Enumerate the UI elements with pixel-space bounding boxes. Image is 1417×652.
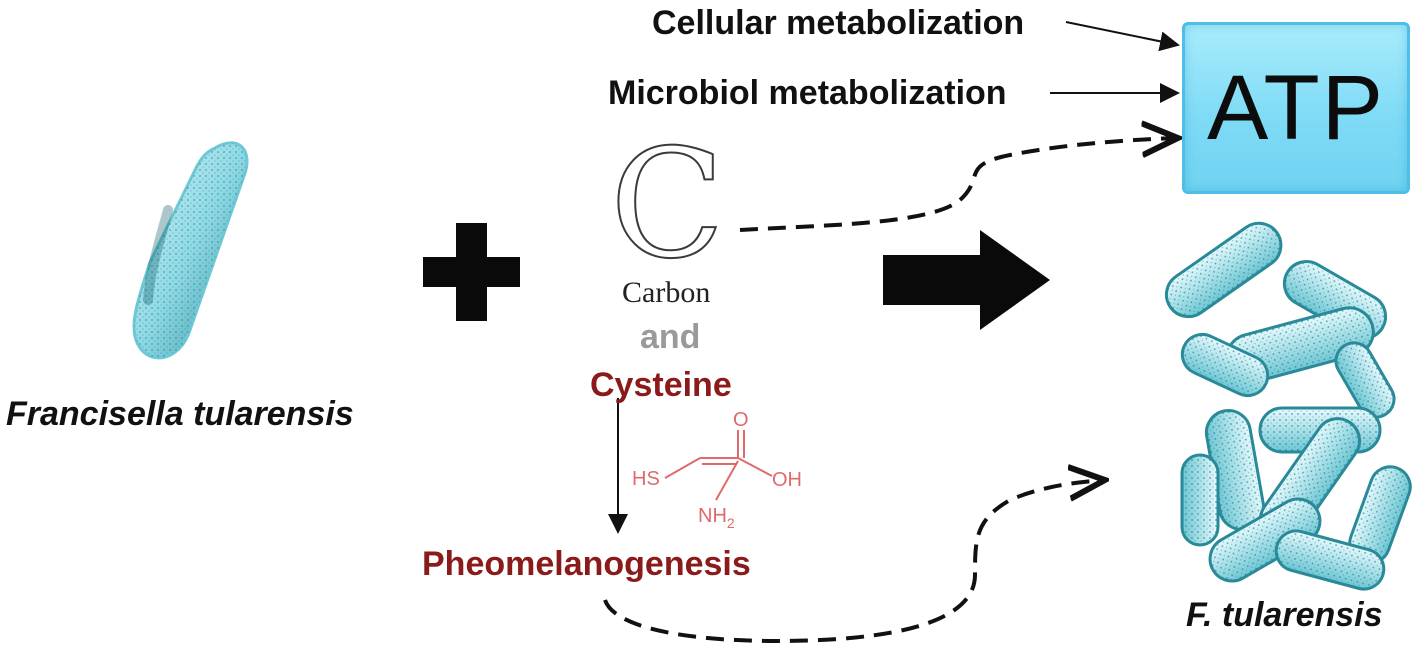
chem-oh-label: OH [772, 469, 802, 491]
cysteine-label: Cysteine [590, 366, 732, 404]
atp-box: ATP [1182, 22, 1410, 194]
bacteria-cluster-icon [1164, 221, 1412, 591]
pheomelanogenesis-label: Pheomelanogenesis [422, 545, 751, 583]
organism-left-label: Francisella tularensis [6, 395, 354, 433]
and-connector-label: and [640, 318, 701, 356]
cellular-to-atp-arrow [1065, 21, 1180, 52]
carbon-to-atp-dashed-arrow [739, 138, 1178, 232]
cellular-metabolization-label: Cellular metabolization [652, 4, 1025, 42]
atp-label: ATP [1206, 56, 1386, 159]
cysteine-structure-icon [664, 430, 773, 501]
chem-hs-label: HS [632, 468, 660, 490]
organism-right-label: F. tularensis [1186, 596, 1383, 634]
plus-icon [423, 223, 520, 321]
pheomelanogenesis-to-bacteria-dashed-arrow [603, 480, 1105, 643]
chem-o-label: O [733, 409, 749, 431]
microbial-metabolization-label: Microbiol metabolization [608, 74, 1007, 112]
carbon-symbol: C [609, 118, 726, 292]
single-bacterium-icon [132, 141, 249, 360]
carbon-label: Carbon [622, 276, 711, 309]
right-arrow-icon [883, 230, 1050, 330]
chem-nh2-label: NH2 [698, 505, 735, 531]
